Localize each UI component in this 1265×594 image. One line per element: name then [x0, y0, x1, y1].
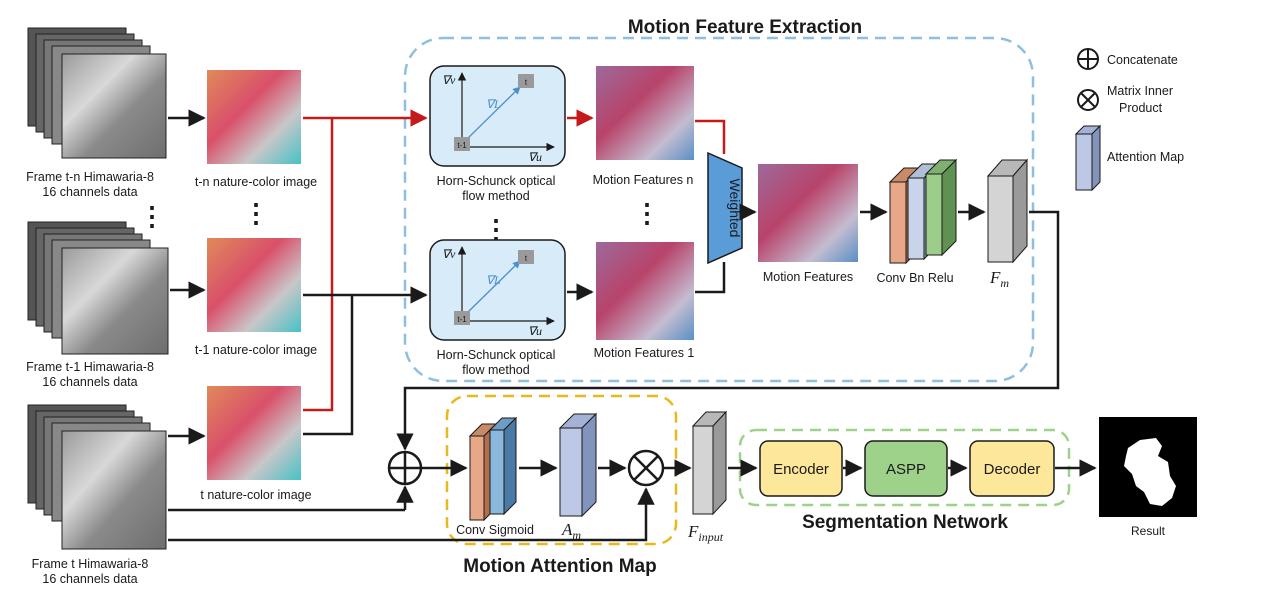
legend-matrix-label-line1: Matrix Inner — [1107, 84, 1173, 98]
decoder-block — [969, 440, 1055, 497]
legend-attention-label: Attention Map — [1107, 150, 1184, 164]
optical-flow-top-label-line1: Horn-Schunck optical — [437, 174, 556, 188]
motion-feature-extraction-region — [403, 36, 1035, 383]
frame-t-label-line1: Frame t Himawaria-8 — [32, 557, 149, 571]
line-fm-to-concatenate — [396, 210, 1060, 451]
nature-color-t-label: t nature-color image — [200, 488, 311, 502]
conv-sigmoid-block — [468, 416, 518, 522]
optical-flow-bottom-label-line1: Horn-Schunck optical — [437, 348, 556, 362]
legend: Concatenate Matrix Inner Product Attenti… — [1074, 48, 1184, 192]
conv-bn-relu-block — [888, 158, 958, 265]
matrix-inner-product-legend-icon — [1077, 89, 1099, 111]
nature-color-t-1-label: t-1 nature-color image — [195, 343, 317, 357]
nature-color-image-t-1 — [207, 238, 301, 332]
optical-flow-bottom-vector: ∇L — [486, 273, 501, 287]
motion-features-ellipsis: ⋮ — [634, 198, 660, 228]
frame-ellipsis: ⋮ — [139, 201, 165, 231]
optical-flow-top-start: t-1 — [457, 141, 467, 150]
aspp-block — [864, 440, 948, 497]
encoder-block — [759, 440, 843, 497]
optical-flow-top-axis-v: ∇v — [442, 73, 456, 87]
motion-features-1-label: Motion Features 1 — [594, 346, 695, 360]
motion-features-combined-label: Motion Features — [763, 270, 853, 284]
finput-label: Finput — [687, 522, 724, 544]
frame-t-label-line2: 16 channels data — [42, 572, 137, 586]
optical-flow-bottom-start: t-1 — [457, 315, 467, 324]
result-label: Result — [1131, 524, 1166, 538]
concatenate-operator — [387, 450, 423, 486]
result-mask-image — [1099, 417, 1197, 517]
conv-sigmoid-label: Conv Sigmoid — [456, 523, 534, 537]
nature-color-image-t-n — [207, 70, 301, 164]
legend-concatenate-label: Concatenate — [1107, 53, 1178, 67]
weighted-block — [707, 151, 743, 265]
decoder-label: Decoder — [984, 461, 1041, 478]
nature-color-t-n-label: t-n nature-color image — [195, 175, 317, 189]
nature-color-image-t — [207, 386, 301, 480]
optical-flow-bottom-axis-v: ∇v — [442, 247, 456, 261]
attention-map-legend-icon — [1074, 124, 1102, 192]
motion-feature-extraction-title: Motion Feature Extraction — [628, 17, 862, 38]
matrix-inner-product-operator — [627, 449, 665, 487]
aspp-label: ASPP — [886, 461, 926, 478]
finput-block — [691, 410, 728, 516]
am-label: Am — [561, 520, 581, 542]
fm-label: Fm — [989, 268, 1009, 290]
frame-t-1-label-line2: 16 channels data — [42, 375, 137, 389]
line-frame-t-to-matrix-product — [168, 487, 655, 542]
motion-features-n-label: Motion Features n — [593, 173, 694, 187]
conv-bn-relu-label: Conv Bn Relu — [876, 271, 953, 285]
fm-block — [986, 158, 1029, 264]
optical-flow-bottom-label-line2: flow method — [462, 363, 529, 377]
encoder-label: Encoder — [773, 461, 829, 478]
optical-flow-box-top — [429, 65, 566, 167]
line-t-to-flow — [303, 295, 354, 436]
legend-matrix-label-line2: Product — [1119, 101, 1163, 115]
frame-t-n-label-line1: Frame t-n Himawaria-8 — [26, 170, 154, 184]
segmentation-network-title: Segmentation Network — [802, 512, 1008, 533]
optical-flow-top-label-line2: flow method — [462, 189, 529, 203]
nature-color-ellipsis: ⋮ — [243, 198, 269, 228]
frame-stack-t-1 — [27, 221, 169, 355]
motion-features-n-image — [596, 66, 694, 160]
optical-flow-top-vector: ∇L — [486, 97, 501, 111]
optical-flow-top-end: t — [525, 78, 528, 87]
frame-t-1-label-line1: Frame t-1 Himawaria-8 — [26, 360, 154, 374]
motion-attention-map-title: Motion Attention Map — [463, 556, 656, 577]
frame-stack-t-n — [27, 27, 167, 159]
optical-flow-box-bottom — [429, 239, 566, 341]
optical-flow-ellipsis: ⋮ — [483, 214, 509, 244]
line-red-t-to-flow — [303, 118, 334, 412]
optical-flow-bottom-end: t — [525, 254, 528, 263]
concatenate-legend-icon — [1077, 48, 1099, 70]
weighted-label: Weighted — [727, 179, 743, 238]
motion-features-combined-image — [758, 164, 858, 262]
frame-t-n-label-line2: 16 channels data — [42, 185, 137, 199]
optical-flow-top-axis-u: ∇u — [528, 150, 542, 164]
line-features-n-to-weighted — [695, 119, 726, 154]
line-features-1-to-weighted — [695, 262, 726, 294]
frame-stack-t — [27, 404, 167, 550]
am-block — [558, 412, 598, 518]
motion-features-1-image — [596, 242, 694, 340]
optical-flow-bottom-axis-u: ∇u — [528, 324, 542, 338]
